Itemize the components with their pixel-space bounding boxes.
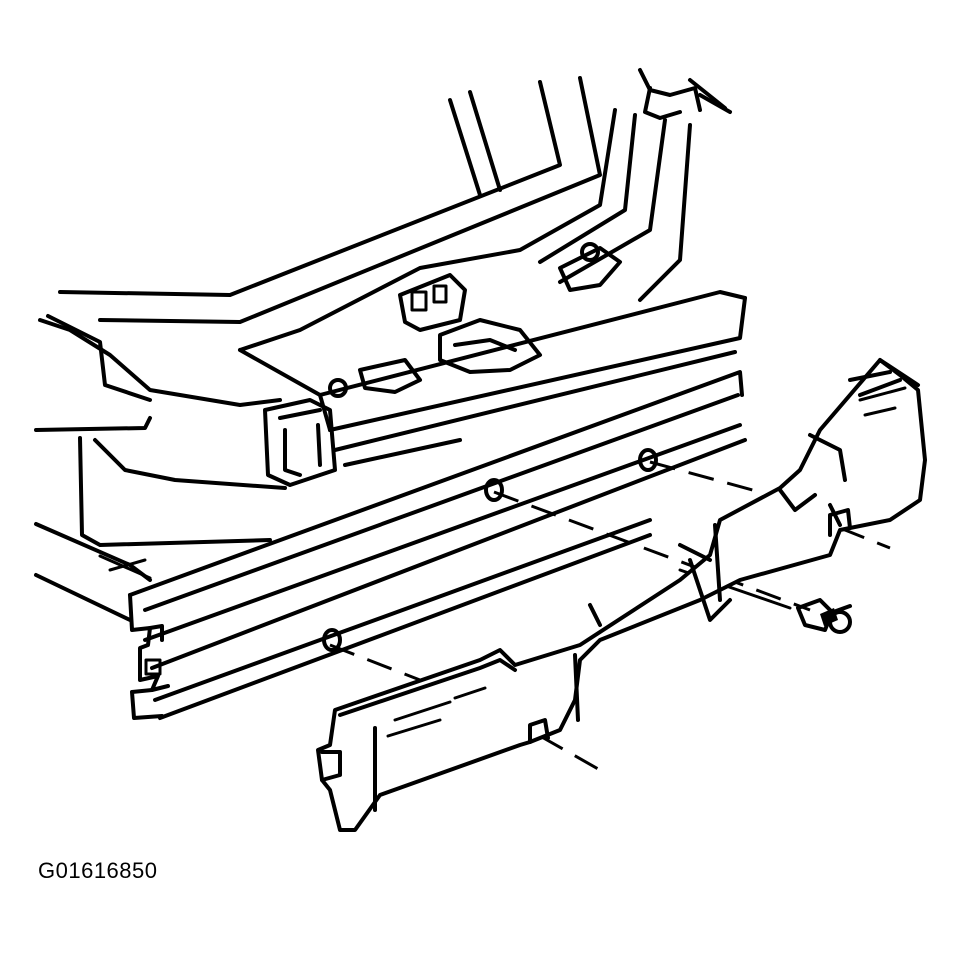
push-pin-retainer [796,598,852,634]
figure-code: G01616850 [38,858,158,883]
energy-absorber [316,358,927,832]
mounting-holes [322,448,658,652]
left-quarter-panel [34,314,337,622]
upper-bumper-reinforcement [238,290,747,467]
liftgate-opening-frame [58,68,732,352]
